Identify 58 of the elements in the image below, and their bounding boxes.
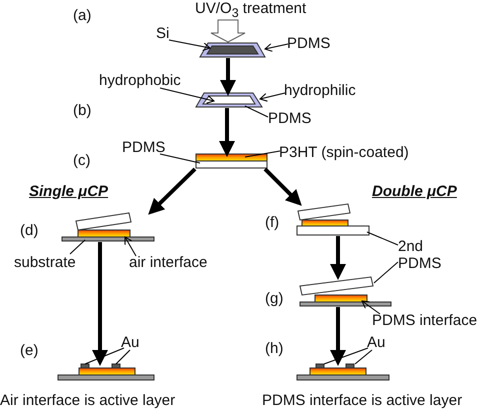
leader-line xyxy=(84,348,124,364)
leader-line xyxy=(374,262,398,284)
leader-line xyxy=(244,150,280,158)
step-letter: (h) xyxy=(265,340,284,357)
leader-line xyxy=(70,240,86,254)
leader-line xyxy=(160,88,214,104)
process-step-drawing xyxy=(296,362,390,381)
callout-label: Si xyxy=(156,25,170,42)
leader-line xyxy=(124,236,136,256)
process-step-drawing xyxy=(195,92,263,108)
callout-label: P3HT (spin-coated) xyxy=(279,144,409,161)
leader-line xyxy=(362,300,380,314)
arrow xyxy=(219,108,235,157)
process-step-drawing xyxy=(57,362,155,381)
leader-line xyxy=(116,350,130,364)
leader-line xyxy=(264,43,288,52)
process-step-drawing xyxy=(195,153,268,169)
process-step-drawing xyxy=(199,42,266,58)
arrow xyxy=(92,242,108,366)
callout-label: Au xyxy=(367,334,386,351)
callout-label: air interface xyxy=(129,254,208,271)
block-arrow xyxy=(210,20,246,43)
process-step-drawing xyxy=(299,276,392,307)
callout-label: hydrophilic xyxy=(284,82,356,99)
step-letter: (a) xyxy=(73,7,92,24)
section-heading: Single μCP xyxy=(29,183,108,200)
callout-label: substrate xyxy=(14,254,76,271)
section-heading: Double μCP xyxy=(372,183,457,200)
step-letter: (e) xyxy=(20,342,38,359)
leader-line xyxy=(366,232,398,246)
process-step-drawing xyxy=(61,212,155,242)
caption: PDMS interface is active layer xyxy=(262,392,462,409)
leader-line xyxy=(168,40,210,52)
arrow xyxy=(148,168,196,215)
leader-line xyxy=(244,106,268,118)
step-letter: (f) xyxy=(265,214,280,231)
caption: Air interface is active layer xyxy=(0,392,176,409)
arrow xyxy=(330,307,346,366)
callout-label: PDMS interface xyxy=(372,312,478,329)
arrow xyxy=(330,236,346,280)
process-step-drawing xyxy=(296,203,372,236)
callout-label: hydrophobic xyxy=(99,72,181,89)
leader-line xyxy=(260,92,286,102)
step-letter: (b) xyxy=(73,102,92,119)
arrow xyxy=(264,168,302,206)
arrow xyxy=(220,58,236,96)
leader-line xyxy=(354,350,372,364)
callout-label: Au xyxy=(121,334,140,351)
callout-label: PDMS xyxy=(122,139,166,156)
step-letter: (c) xyxy=(73,152,90,169)
callout-label: PDMS xyxy=(287,35,330,52)
callout-label: PDMS xyxy=(268,110,312,127)
step-letter: (g) xyxy=(265,290,284,307)
leader-line xyxy=(324,348,368,364)
step-letter: (d) xyxy=(20,222,38,239)
callout-label: 2nd PDMS xyxy=(398,238,446,272)
leader-line xyxy=(160,154,200,164)
callout-label: UV/O$_{3}$ treatment xyxy=(195,0,306,22)
